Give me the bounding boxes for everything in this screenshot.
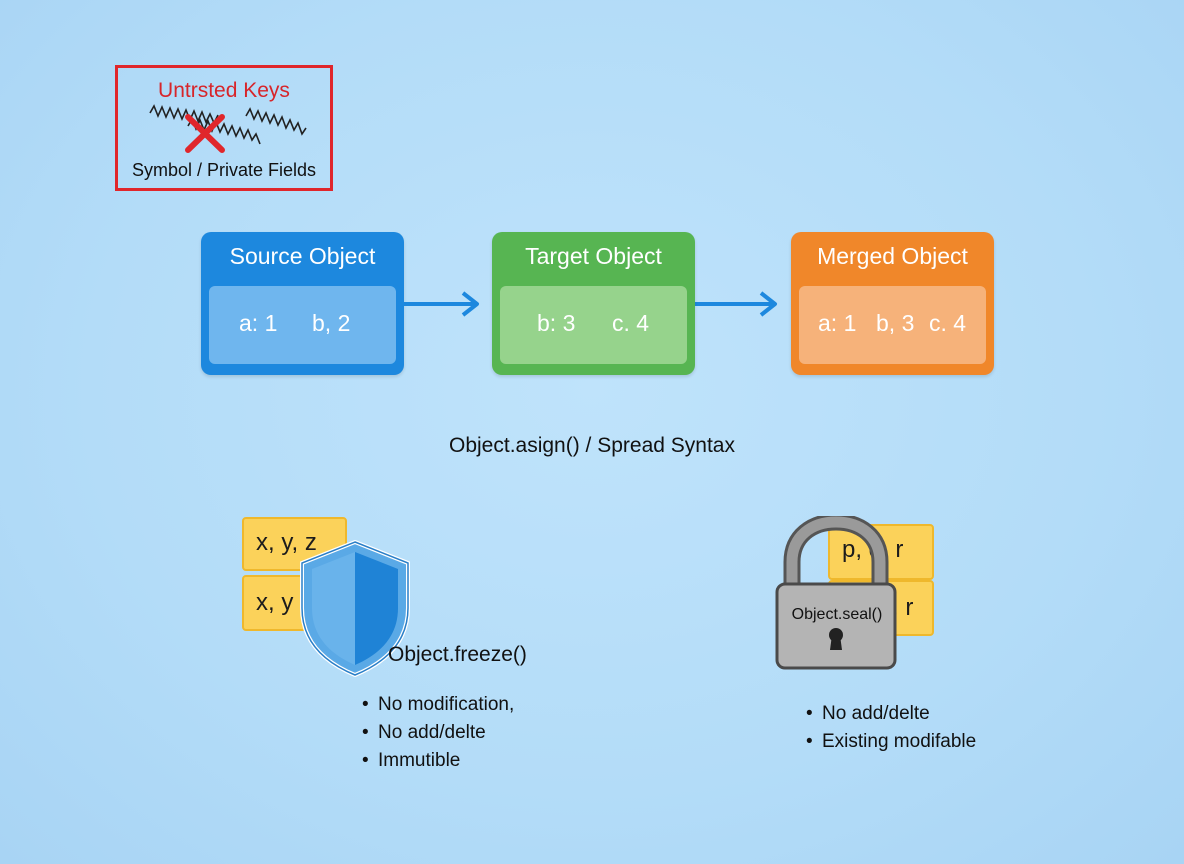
source-prop-b: b, 2 [312, 310, 351, 336]
zigzag-lines-icon [149, 104, 307, 145]
merged-prop-a: a: 1 [818, 310, 857, 336]
padlock-icon [775, 516, 897, 670]
list-item: No add/delte [806, 700, 976, 728]
target-object-card: Target Object b: 3 c. 4 [492, 232, 695, 375]
merged-object-card: Merged Object a: 1 b, 3 c. 4 [791, 232, 994, 375]
freeze-label: Object.freeze() [388, 643, 527, 666]
sealed-props-text-2: , r [892, 594, 914, 621]
target-prop-b: b: 3 [537, 310, 576, 336]
untrusted-keys-subtitle: Symbol / Private Fields [131, 160, 317, 180]
untrusted-keys-title: Untrsted Keys [158, 79, 290, 102]
target-object-title: Target Object [525, 243, 662, 269]
merge-caption: Object.asign() / Spread Syntax [449, 434, 735, 457]
source-object-title: Source Object [229, 243, 376, 269]
freeze-bullet-list: No modification, No add/delte Immutible [362, 691, 514, 775]
target-prop-c: c. 4 [612, 310, 650, 336]
source-object-card: Source Object a: 1 b, 2 [201, 232, 404, 375]
red-x-icon [185, 114, 225, 153]
merged-prop-c: c. 4 [929, 310, 967, 336]
frozen-props-text-2: x, y [256, 589, 294, 616]
seal-bullet-list: No add/delte Existing modifable [806, 700, 976, 756]
list-item: No add/delte [362, 719, 514, 747]
seal-lock-label: Object.seal() [791, 606, 883, 623]
frozen-props-text-1: x, y, z [256, 529, 317, 556]
source-object-props: a: 1 b, 2 [209, 286, 396, 364]
list-item: Existing modifable [806, 728, 976, 756]
list-item: Immutible [362, 747, 514, 775]
untrusted-keys-box: Untrsted Keys Symbol / Private Fields [115, 65, 333, 191]
merged-prop-b: b, 3 [876, 310, 915, 336]
source-prop-a: a: 1 [239, 310, 278, 336]
arrow-target-to-merged-icon [694, 291, 777, 317]
arrow-source-to-target-icon [404, 291, 479, 317]
shield-icon [300, 539, 410, 678]
merged-object-props: a: 1 b, 3 c. 4 [799, 286, 986, 364]
merged-object-title: Merged Object [817, 243, 968, 269]
list-item: No modification, [362, 691, 514, 719]
target-object-props: b: 3 c. 4 [500, 286, 687, 364]
